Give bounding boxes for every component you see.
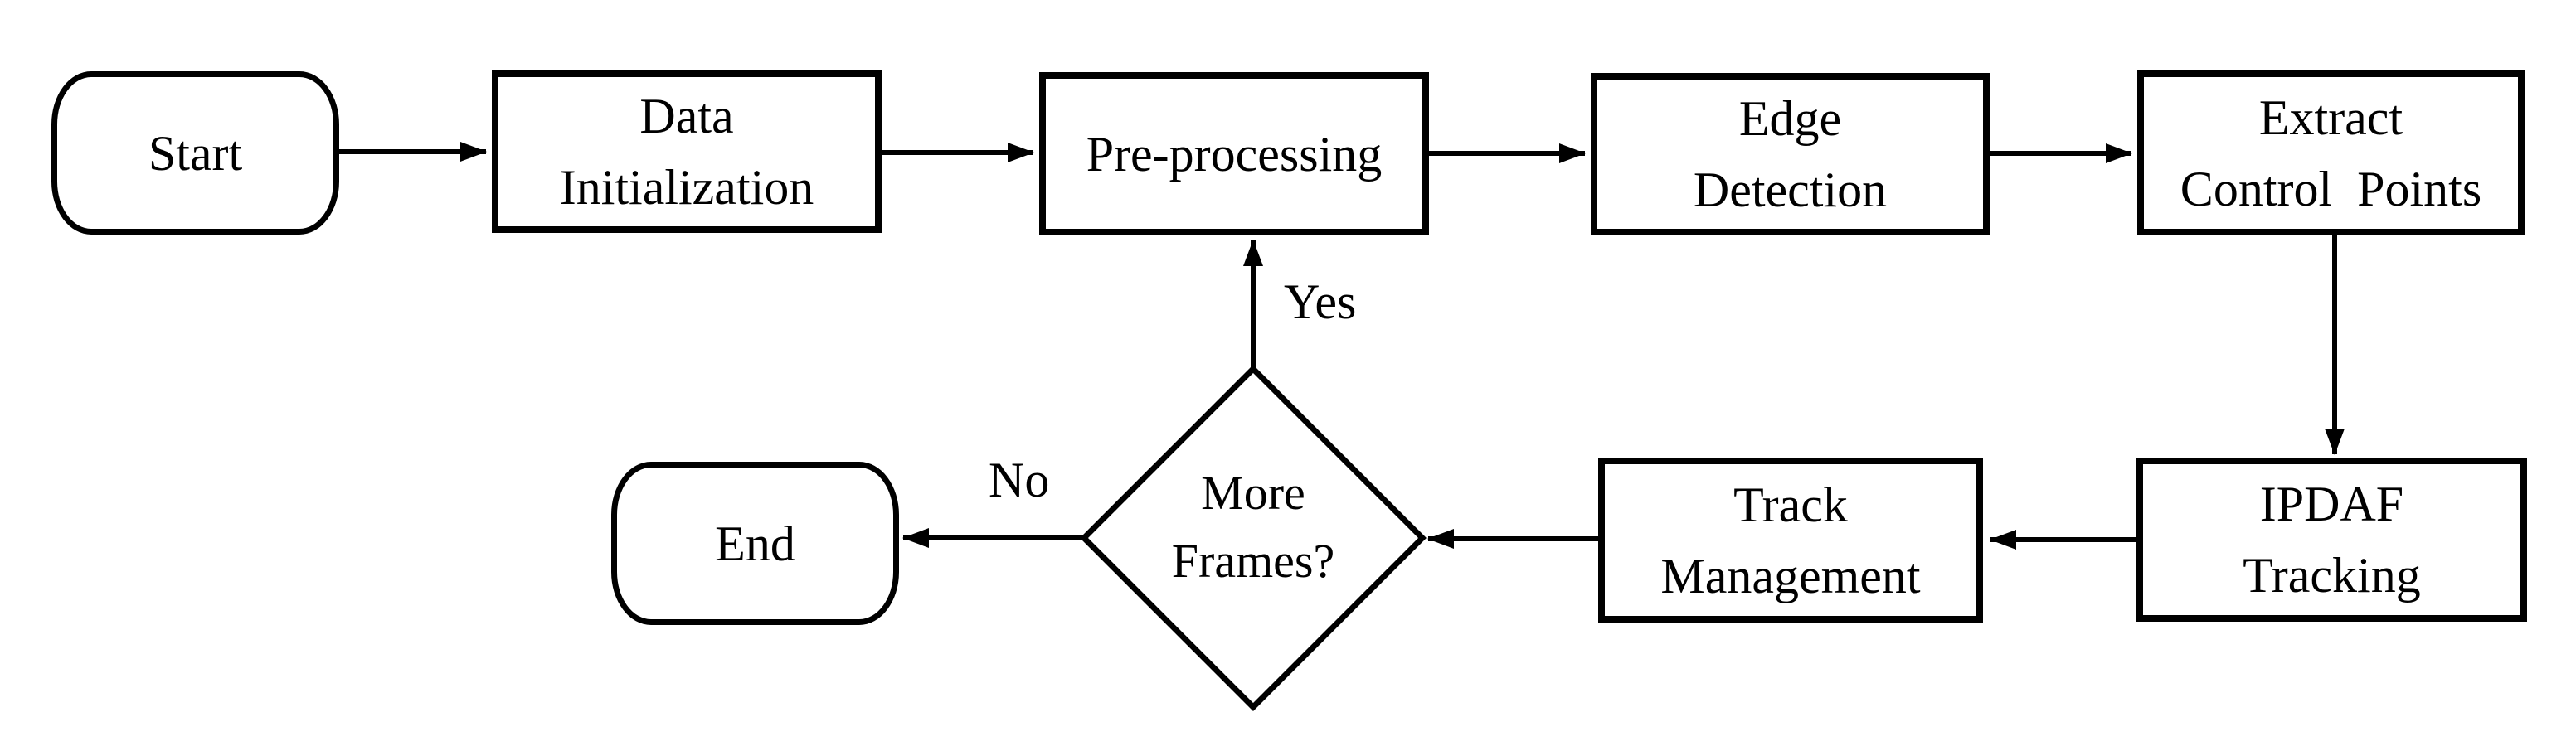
node-start: Start [51,71,339,235]
node-pre-processing: Pre-processing [1039,72,1429,235]
node-edge-detection-line1: Edge [1738,91,1842,146]
node-start-label: Start [148,125,243,181]
edge-label-yes: Yes [1284,274,1357,329]
node-edge-detection-line2: Detection [1693,162,1888,217]
node-track-management: Track Management [1598,458,1983,623]
node-ipdaf-tracking: IPDAF Tracking [2136,458,2527,622]
node-end: End [611,462,899,625]
node-data-initialization-line2: Initialization [559,160,814,215]
node-more-frames: More Frames? [1120,444,1386,610]
node-track-management-line2: Management [1660,548,1921,603]
node-more-frames-line1: More [1201,466,1305,520]
node-pre-processing-line1: Pre-processing [1086,126,1383,182]
edge-label-no: No [989,453,1050,507]
node-more-frames-line2: Frames? [1171,534,1335,588]
node-extract-control-points: Extract Control Points [2137,70,2525,235]
node-track-management-line1: Track [1733,477,1848,532]
node-end-label: End [715,516,795,571]
node-data-initialization-line1: Data [639,89,734,143]
node-data-initialization: Data Initialization [492,70,882,233]
node-edge-detection: Edge Detection [1591,73,1990,235]
node-ipdaf-tracking-line2: Tracking [2243,548,2421,603]
decision-diamond-shape [1080,365,1427,711]
node-extract-control-points-line2: Control Points [2180,161,2482,216]
node-extract-control-points-line1: Extract [2258,90,2403,145]
node-ipdaf-tracking-line1: IPDAF [2259,477,2404,531]
